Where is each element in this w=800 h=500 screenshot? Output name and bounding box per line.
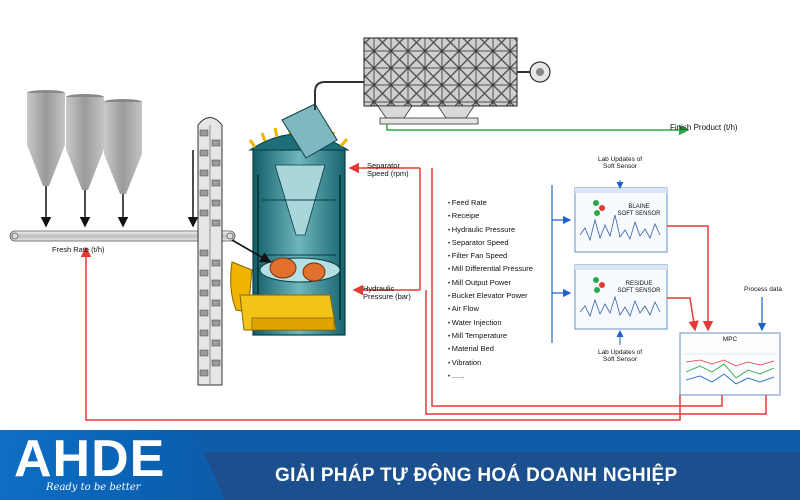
vertical-roller-mill: [230, 103, 350, 336]
mpc-label: MPC: [722, 336, 738, 343]
variable-item: Mill Differential Pressure: [448, 263, 533, 276]
bag-filter: [314, 37, 551, 125]
process-variable-list: Feed Rate Receipe Hydraulic Pressure Sep…: [448, 197, 533, 383]
separator-speed-label: Separator Speed (rpm): [367, 161, 409, 179]
bucket-elevator: [197, 117, 223, 386]
silo-2: [66, 94, 104, 190]
variable-item: Filter Fan Speed: [448, 250, 533, 263]
fresh-rate-label: Fresh Rate (t/h): [52, 245, 105, 254]
variable-item: Receipe: [448, 210, 533, 223]
blaine-soft-sensor: [574, 180, 668, 253]
process-diagram: [9, 37, 781, 421]
residue-soft-sensor: [574, 264, 668, 345]
mpc-panel: [679, 332, 781, 396]
residue-sensor-label: RESIDUE SOFT SENSOR: [617, 281, 661, 294]
variable-item: Mill Output Power: [448, 277, 533, 290]
lab-updates-bottom-label: Lab Updates of Soft Sensor: [597, 349, 643, 364]
footer-band: [170, 452, 800, 500]
variable-item: Bucket Elevator Power: [448, 290, 533, 303]
footer-banner: AHDE Ready to be better GIẢI PHÁP TỰ ĐỘN…: [0, 430, 800, 500]
silo-1: [27, 90, 65, 186]
variable-item: Hydraulic Pressure: [448, 224, 533, 237]
logo-tagline: Ready to be better: [46, 482, 141, 493]
logo-panel: AHDE Ready to be better: [0, 430, 225, 500]
finish-product-label: Finish Product (t/h): [670, 123, 738, 132]
company-logo: AHDE: [14, 430, 166, 488]
variable-item: Feed Rate: [448, 197, 533, 210]
footer-title: GIẢI PHÁP TỰ ĐỘNG HOÁ DOANH NGHIỆP: [275, 465, 678, 486]
variable-item: Mill Temperature: [448, 330, 533, 343]
variable-item: Air Flow: [448, 303, 533, 316]
fresh-rate-loop: [80, 246, 681, 421]
variable-item: ......: [448, 370, 533, 383]
lab-updates-top-label: Lab Updates of Soft Sensor: [597, 156, 643, 171]
variable-item: Separator Speed: [448, 237, 533, 250]
variable-item: Material Bed: [448, 343, 533, 356]
silo-3: [104, 99, 142, 194]
variable-item: Vibration: [448, 357, 533, 370]
silo-group: [27, 90, 199, 228]
conveyor-pipe: [9, 230, 236, 242]
hydraulic-pressure-label: Hydraulic Pressure (bar): [363, 284, 411, 302]
finish-product-line: [386, 124, 690, 136]
blaine-sensor-label: BLAINE SOFT SENSOR: [617, 204, 661, 217]
variable-item: Water Injection: [448, 317, 533, 330]
process-data-label: Process data: [744, 286, 782, 293]
